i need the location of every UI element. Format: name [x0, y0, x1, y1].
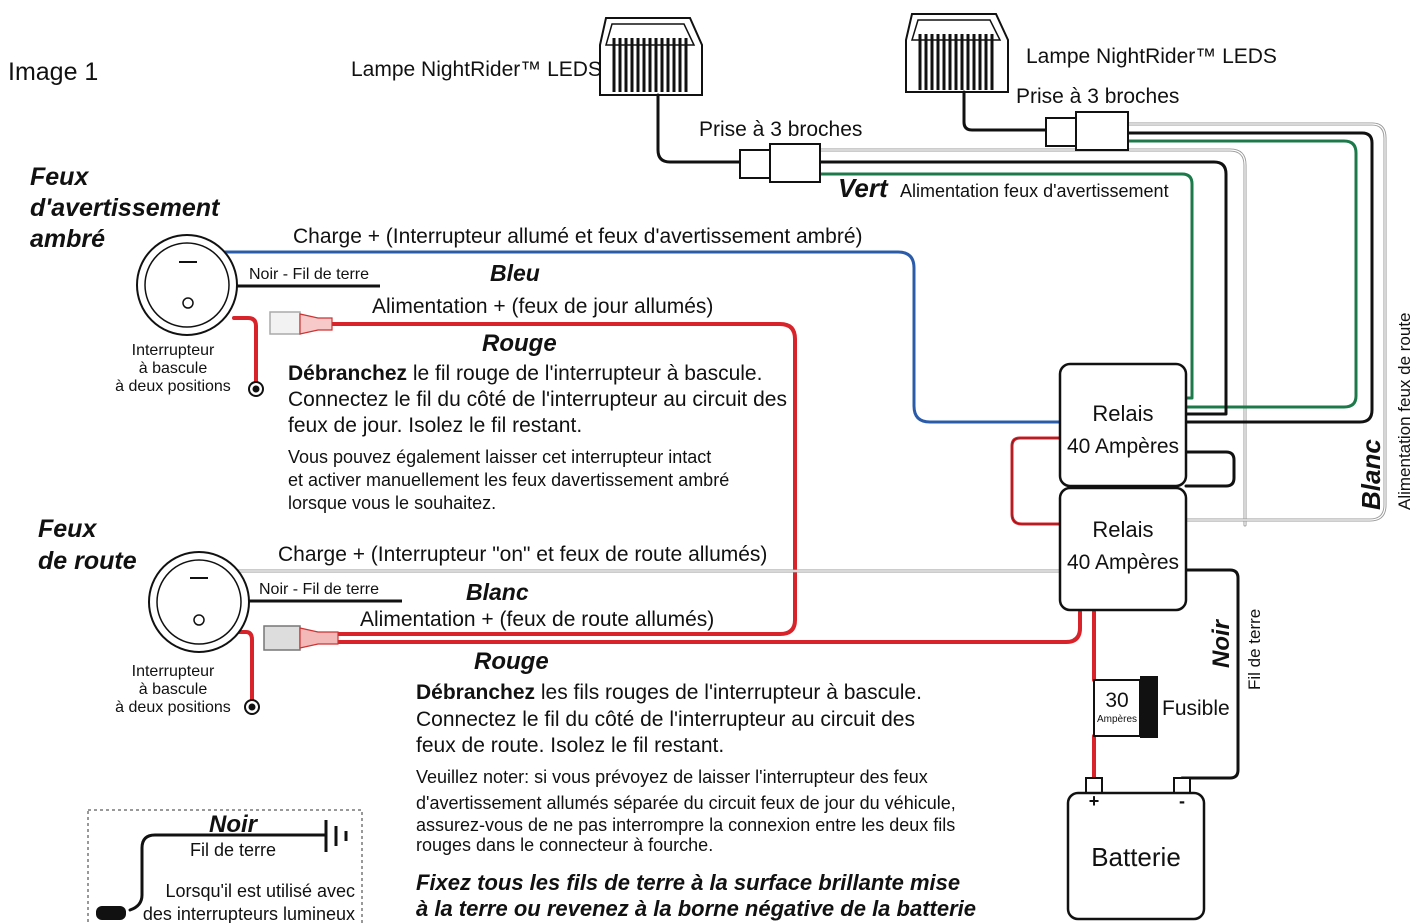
amber-charge-label: Charge + (Interrupteur allumé et feux d'…: [293, 225, 863, 248]
top-instructions-line1: Débranchez le fil rouge de l'interrupteu…: [288, 362, 762, 385]
route-caption-line3: à deux positions: [115, 699, 231, 716]
wire-bleu-label: Bleu: [490, 260, 540, 286]
legend-note-line1: Lorsqu'il est utilisé avec: [165, 881, 355, 901]
switch-route-icon: [148, 551, 250, 653]
amber-power-label: Alimentation + (feux de jour allumés): [372, 295, 713, 318]
battery-icon: [1066, 777, 1206, 921]
top-note-line1: Vous pouvez également laisser cet interr…: [288, 447, 711, 467]
fuse-icon: [1093, 676, 1158, 738]
bottom-instructions-line1: Débranchez les fils rouges de l'interrup…: [416, 681, 922, 704]
relay-top-title: Relais: [1092, 401, 1153, 426]
relay-bottom-title: Relais: [1092, 517, 1153, 542]
top-instructions-line2: Connectez le fil du côté de l'interrupte…: [288, 388, 787, 411]
plug-right-label: Prise à 3 broches: [1016, 85, 1179, 108]
bottom-note-line4: rouges dans le connecteur à fourche.: [416, 835, 713, 855]
route-caption-line2: à bascule: [139, 681, 208, 698]
relay-bottom: [1058, 486, 1188, 612]
wire-blanc-vertical-desc: Alimentation feux de route: [1395, 312, 1414, 510]
lamp-right-icon: [905, 13, 1009, 93]
plug-left-label: Prise à 3 broches: [699, 118, 862, 141]
amber-ground-label: Noir - Fil de terre: [249, 266, 369, 283]
legend-note-line2: des interrupteurs lumineux: [143, 904, 355, 923]
bottom-note-line1: Veuillez noter: si vous prévoyez de lais…: [416, 767, 928, 787]
bottom-note-line3: assurez-vous de ne pas interrompre la co…: [416, 815, 955, 835]
lamp-right-label: Lampe NightRider™ LEDS: [1026, 45, 1277, 68]
legend-subtitle: Fil de terre: [190, 840, 276, 860]
switch-amber-icon: [136, 234, 238, 336]
ring-terminal-icon: [248, 381, 264, 397]
legend-title: Noir: [209, 811, 259, 838]
amber-title-line2: d'avertissement: [30, 194, 221, 222]
legend-box: [87, 809, 363, 923]
wire-vert-desc: Alimentation feux d'avertissement: [900, 181, 1169, 201]
amber-caption-line2: à bascule: [139, 360, 208, 377]
bottom-instructions-line2: Connectez le fil du côté de l'interrupte…: [416, 708, 915, 731]
ground-symbol-icon: [324, 820, 348, 852]
route-charge-label: Charge + (Interrupteur "on" et feux de r…: [278, 543, 767, 566]
amber-caption-line3: à deux positions: [115, 378, 231, 395]
wire-rouge-bottom-label: Rouge: [474, 648, 549, 675]
lamp-left-label: Lampe NightRider™ LEDS: [351, 58, 602, 81]
relay-top: [1058, 362, 1188, 488]
relay-top-rating: 40 Ampères: [1067, 435, 1179, 458]
amber-title-line3: ambré: [30, 225, 105, 253]
wire-noir-desc: Fil de terre: [1245, 609, 1264, 690]
relay-bottom-rating: 40 Ampères: [1067, 551, 1179, 574]
top-note-line2: et activer manuellement les feux daverti…: [288, 470, 729, 490]
amber-caption-line1: Interrupteur: [132, 342, 215, 359]
fuse-unit: Ampères: [1097, 714, 1137, 725]
ring-terminal-icon: [244, 699, 260, 715]
bottom-footer-line2: à la terre ou revenez à la borne négativ…: [416, 896, 976, 921]
top-instructions-line3: feux de jour. Isolez le fil restant.: [288, 414, 582, 437]
bottom-note-line2: d'avertissement allumés séparée du circu…: [416, 793, 956, 813]
lamp-left-icon: [599, 17, 703, 96]
route-title-line1: Feux: [38, 515, 97, 543]
spade-connector-icon: [269, 311, 333, 335]
wire-noir-label: Noir: [1208, 618, 1235, 668]
fuse-label: Fusible: [1162, 697, 1230, 720]
fuse-value: 30: [1105, 689, 1128, 712]
wire-blanc-mid-label: Blanc: [466, 579, 529, 605]
battery-plus: +: [1089, 791, 1100, 811]
amber-title-line1: Feux: [30, 163, 89, 191]
image-label: Image 1: [8, 58, 98, 86]
route-title-line2: de route: [38, 547, 137, 575]
plug-left: [739, 143, 821, 183]
wire-rouge-top-label: Rouge: [482, 330, 557, 357]
battery-label: Batterie: [1091, 842, 1181, 872]
route-power-label: Alimentation + (feux de route allumés): [360, 608, 714, 631]
plug-right: [1045, 111, 1129, 151]
battery-minus: -: [1179, 791, 1185, 811]
spade-connector-icon: [263, 625, 339, 651]
top-note-line3: lorsque vous le souhaitez.: [288, 493, 496, 513]
route-ground-label: Noir - Fil de terre: [259, 581, 379, 598]
bottom-footer-line1: Fixez tous les fils de terre à la surfac…: [416, 870, 960, 895]
wire-vert-label: Vert: [838, 173, 889, 203]
bottom-instructions-line3: feux de route. Isolez le fil restant.: [416, 734, 724, 757]
route-caption-line1: Interrupteur: [132, 663, 215, 680]
wire-blanc-vertical-label: Blanc: [1356, 439, 1386, 510]
